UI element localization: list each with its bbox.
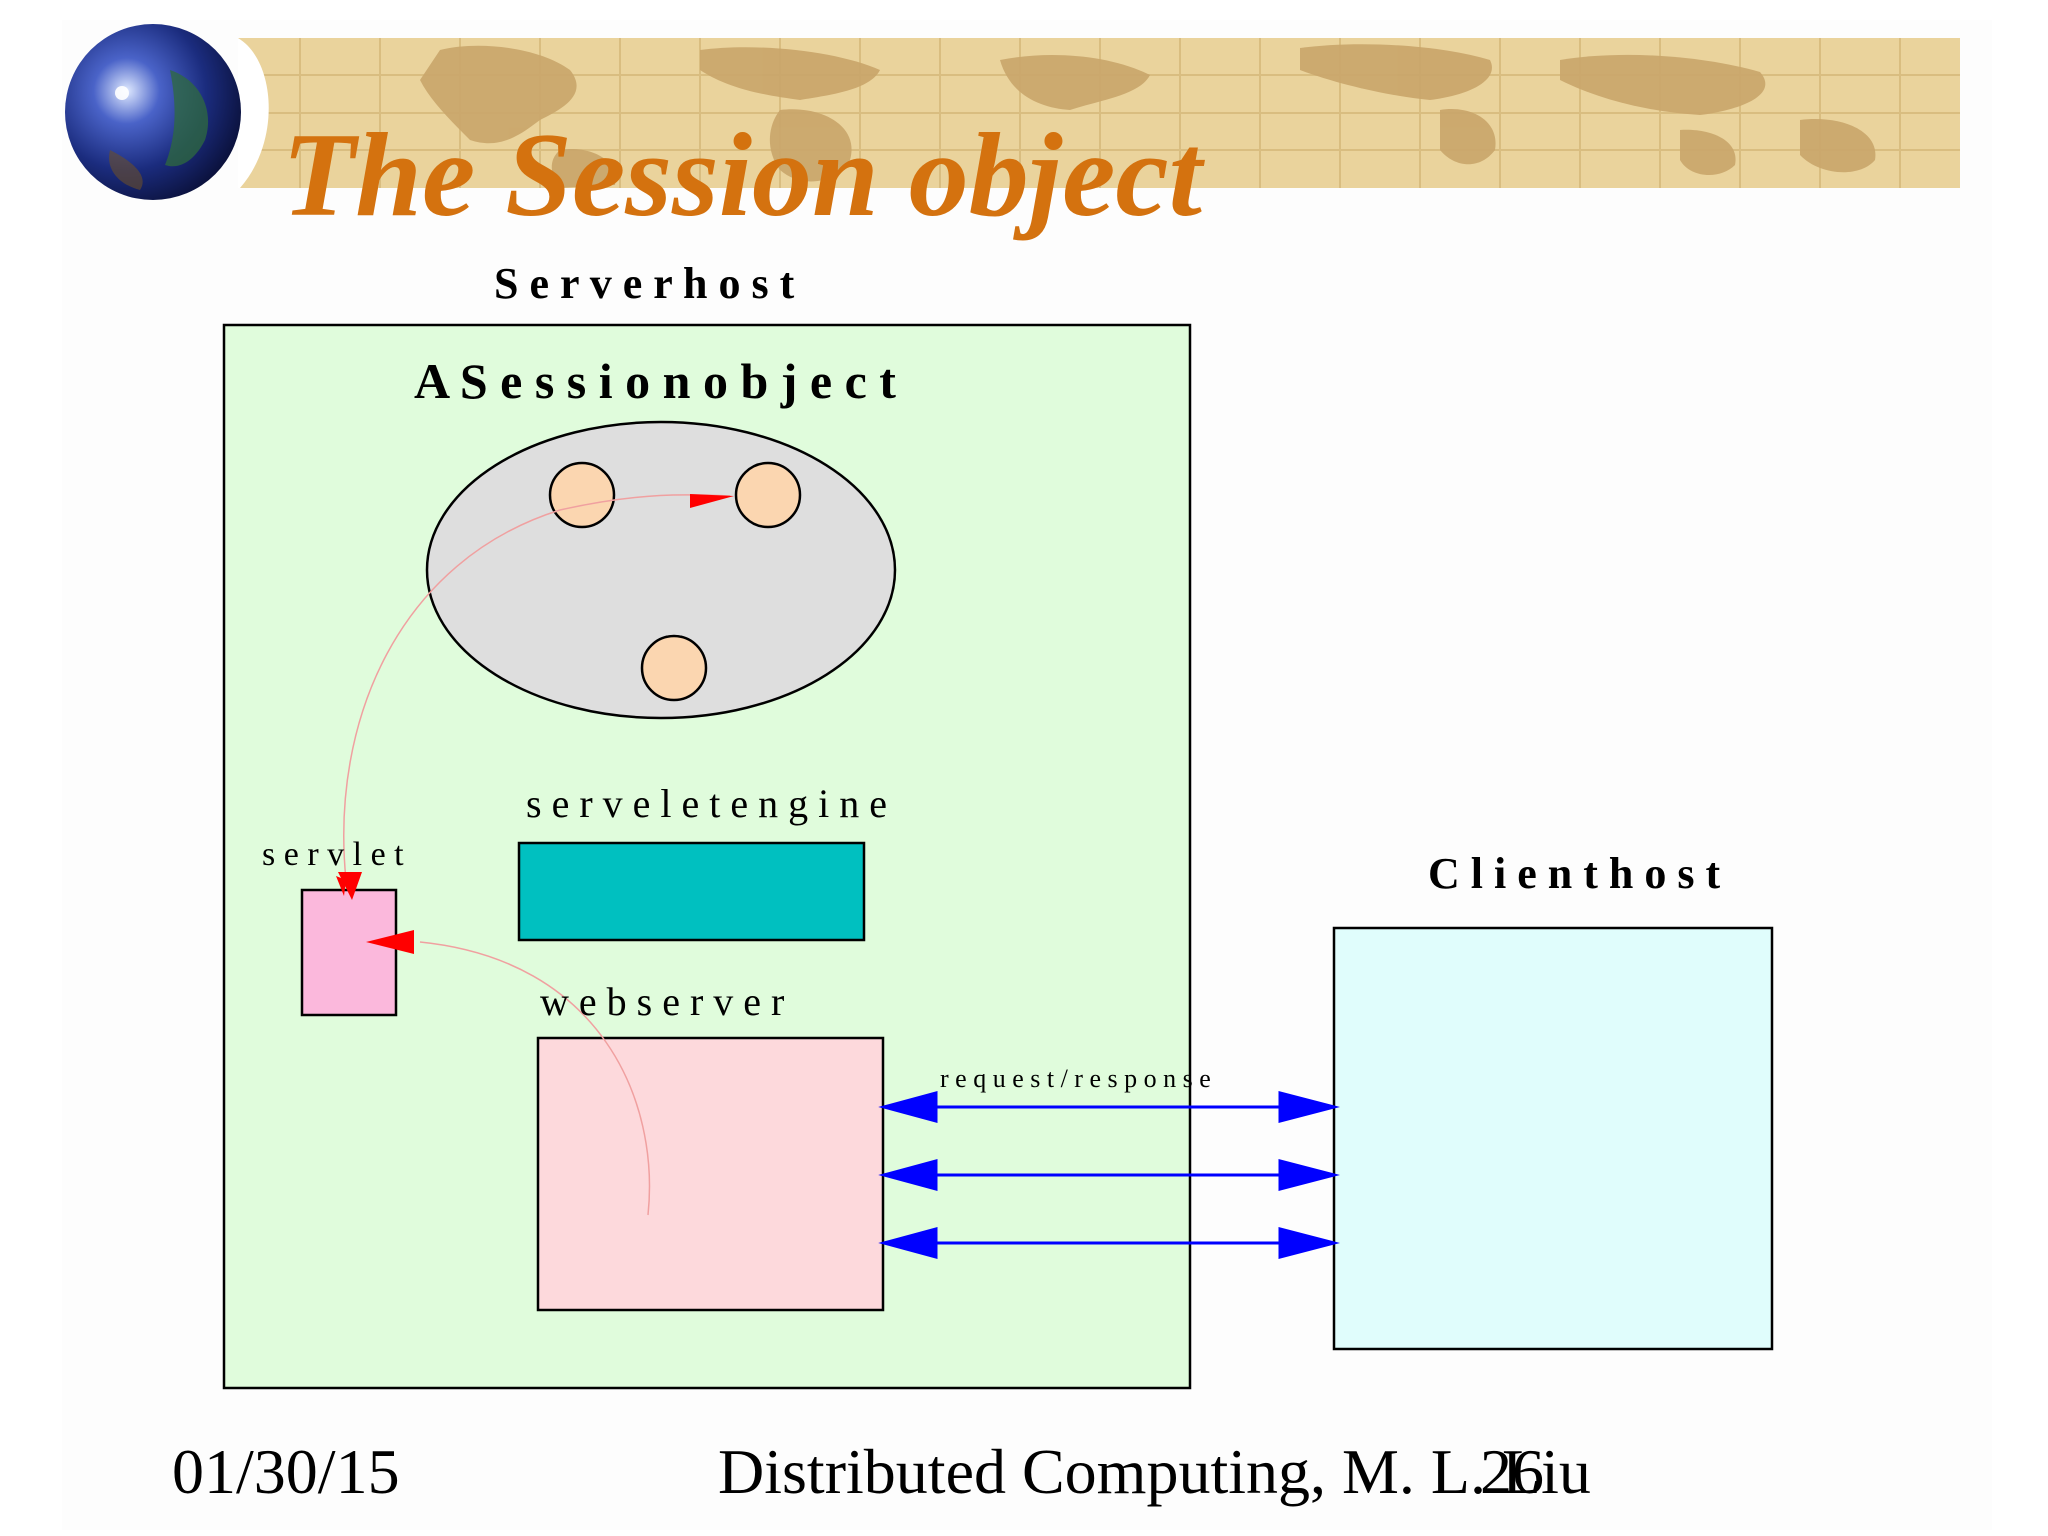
session-attribute-circle [640, 634, 708, 702]
session-reference-arrowhead [690, 494, 734, 508]
server-host-label: S e r v e r h o s t [494, 259, 795, 308]
web-server-label: w e b s e r v e r [540, 979, 785, 1024]
footer-page-number: 26 [1480, 1436, 1544, 1507]
session-attribute-circle [548, 461, 616, 529]
world-map-banner [238, 38, 1960, 188]
webserver-reference-curve [419, 941, 651, 1216]
session-object-label: A S e s s i o n o b j e c t [414, 353, 896, 409]
webserver-reference-arrowhead [366, 930, 414, 954]
servlet-box [300, 888, 398, 1017]
client-host-box [1332, 926, 1774, 1351]
session-attribute-circle [734, 461, 802, 529]
footer-text: Distributed Computing, M. L. Liu [718, 1436, 1591, 1507]
globe-logo [65, 24, 241, 200]
request-response-arrows [878, 1091, 1340, 1259]
web-server-box [536, 1036, 885, 1312]
slide-title: The Session object [282, 108, 1202, 241]
servelet-engine-box [517, 841, 866, 942]
servelet-engine-label: s e r v e l e t e n g i n e [526, 781, 887, 826]
request-response-label: r e q u e s t / r e s p o n s e [940, 1064, 1211, 1093]
session-reference-curve [343, 494, 731, 881]
client-host-label: C l i e n t h o s t [1428, 849, 1721, 898]
servlet-reference-arrowhead [338, 872, 362, 900]
footer-date: 01/30/15 [172, 1436, 400, 1507]
servlet-label: s e r v l e t [262, 836, 404, 873]
